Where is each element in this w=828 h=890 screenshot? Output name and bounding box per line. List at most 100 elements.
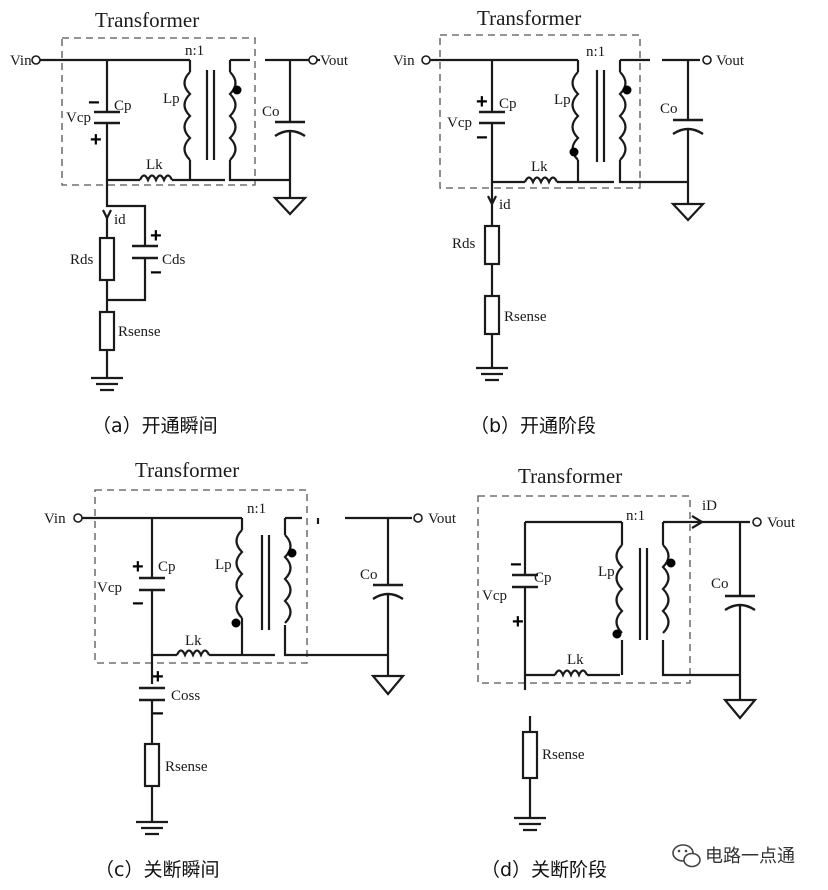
panel-b-vout-label: Vout <box>716 53 745 69</box>
panel-c-cp-minus: − <box>132 593 144 615</box>
panel-c-vin-terminal <box>73 513 83 523</box>
panel-a-output-ground-icon <box>272 196 308 216</box>
panel-c-co-plate-bottom <box>372 592 404 601</box>
panel-b-output-ground-icon <box>670 202 706 222</box>
panel-c-cp-plus: + <box>132 556 144 578</box>
panel-a-vin-label: Vin <box>10 53 32 69</box>
panel-d-ground-icon <box>514 816 546 832</box>
panel-a-vout-label: Vout <box>320 53 349 69</box>
panel-a-transformer-box <box>61 37 256 186</box>
panel-a-lk-label: Lk <box>146 157 163 173</box>
panel-b-secondary-leads <box>618 58 700 184</box>
panel-d-secondary-leads <box>661 520 750 677</box>
panel-d-primary-dot <box>612 629 622 639</box>
panel-b-co-plate-bottom <box>672 127 704 136</box>
panel-b-rds-resistor <box>483 224 501 266</box>
panel-d-caption: （d）关断阶段 <box>481 859 607 881</box>
wechat-icon <box>672 844 701 868</box>
panel-b-lp-coil <box>571 71 580 161</box>
panel-d-cp-label: Cp <box>534 570 552 586</box>
panel-a-id-arrow <box>102 209 112 221</box>
panel-a-lp-coil <box>183 71 192 161</box>
panel-a-id-label: id <box>114 212 126 228</box>
panel-c-vout-label: Vout <box>428 511 457 527</box>
panel-d-title: Transformer <box>518 464 622 488</box>
panel-c-vcp-label: Vcp <box>97 580 122 596</box>
panel-b-left-branch <box>490 60 614 184</box>
panel-d-lk-inductor <box>553 669 589 678</box>
panel-a-title: Transformer <box>95 8 199 32</box>
panel-c-secondary-dot <box>287 548 297 558</box>
panel-d-iD-label: iD <box>702 498 717 514</box>
panel-b-cp-plus: + <box>476 91 488 113</box>
panel-a-cp-minus: − <box>88 92 100 114</box>
panel-b-secondary-coil <box>618 71 627 161</box>
panel-d-cp-plus: + <box>512 611 524 633</box>
panel-b-lp-label: Lp <box>554 92 571 108</box>
panel-d-rsense-resistor <box>521 730 539 780</box>
panel-d-co-label: Co <box>711 576 729 592</box>
panel-a-vin-terminal <box>31 55 41 65</box>
panel-a-cp-plus: + <box>90 129 102 151</box>
panel-d-secondary-coil <box>661 544 670 634</box>
panel-a-cds-plus: + <box>150 225 162 247</box>
panel-b-id-arrow <box>487 195 497 207</box>
panel-a: Transformer Vin Lk − + Cp Vcp Lp n:1 Vou… <box>10 8 349 437</box>
panel-a-cds-label: Cds <box>162 252 186 268</box>
panel-c-ground-icon <box>136 820 168 836</box>
panel-b-rsense-label: Rsense <box>504 309 547 325</box>
panel-d-cp-minus: − <box>510 554 522 576</box>
panel-a-ground-icon <box>91 376 123 392</box>
panel-b: Transformer Vin Lk + − Cp Vcp Lp n:1 Vou… <box>393 6 745 437</box>
panel-a-lk-inductor <box>138 174 174 183</box>
panel-b-transformer-box <box>439 34 641 189</box>
panel-c-coss-plus: + <box>152 666 164 688</box>
panel-b-co-label: Co <box>660 101 678 117</box>
panel-a-co-label: Co <box>262 104 280 120</box>
panel-b-primary-dot <box>569 147 579 157</box>
watermark-text: 电路一点通 <box>705 846 795 867</box>
panel-d-rsense-label: Rsense <box>542 747 585 763</box>
panel-d: Transformer Lk − + Cp Vcp Lp n:1 iD Vout… <box>477 464 796 881</box>
panel-c-secondary-leads <box>283 516 412 657</box>
panel-c-title: Transformer <box>135 458 239 482</box>
panel-a-secondary-coil <box>228 71 237 161</box>
panel-b-ground-icon <box>476 366 508 382</box>
panel-b-ratio-label: n:1 <box>586 44 605 60</box>
panel-d-ratio-label: n:1 <box>626 508 645 524</box>
panel-a-secondary-leads <box>228 58 320 182</box>
panel-d-vout-terminal <box>752 517 762 527</box>
panel-c: Transformer Vin Lk + − Cp Vcp Lp n:1 Vou… <box>44 458 457 881</box>
panel-a-rsense-resistor <box>98 310 116 352</box>
panel-c-lp-coil <box>235 529 244 619</box>
panel-d-co-plate-bottom <box>724 603 756 612</box>
panel-b-cp-minus: − <box>476 127 488 149</box>
panel-b-lk-label: Lk <box>531 159 548 175</box>
panel-a-lp-label: Lp <box>163 91 180 107</box>
panel-c-left-branch <box>150 518 275 657</box>
panel-a-co-plate-bottom <box>274 129 306 138</box>
panel-b-caption: （b）开通阶段 <box>470 415 596 437</box>
panel-a-caption: （a）开通瞬间 <box>92 415 218 437</box>
panel-d-vcp-label: Vcp <box>482 588 507 604</box>
panel-b-id-label: id <box>499 197 511 213</box>
panel-b-vin-terminal <box>421 55 431 65</box>
panel-c-coss-minus: − <box>152 703 164 725</box>
panel-d-output-ground-icon <box>722 698 758 720</box>
panel-c-co-label: Co <box>360 567 378 583</box>
panel-a-cds-minus: − <box>150 262 162 284</box>
panel-b-lk-inductor <box>523 176 559 185</box>
panel-d-lp-coil <box>615 544 624 634</box>
panel-b-vout-terminal <box>702 55 712 65</box>
panel-c-ratio-label: n:1 <box>247 501 266 517</box>
panel-d-secondary-dot <box>666 558 676 568</box>
panel-c-lp-label: Lp <box>215 557 232 573</box>
panel-b-title: Transformer <box>477 6 581 30</box>
panel-b-rds-label: Rds <box>452 236 476 252</box>
panel-b-vin-label: Vin <box>393 53 415 69</box>
watermark: 电路一点通 <box>672 844 795 868</box>
panel-c-output-ground-icon <box>370 674 406 696</box>
panel-c-rsense-label: Rsense <box>165 759 208 775</box>
panel-c-primary-dot <box>231 618 241 628</box>
